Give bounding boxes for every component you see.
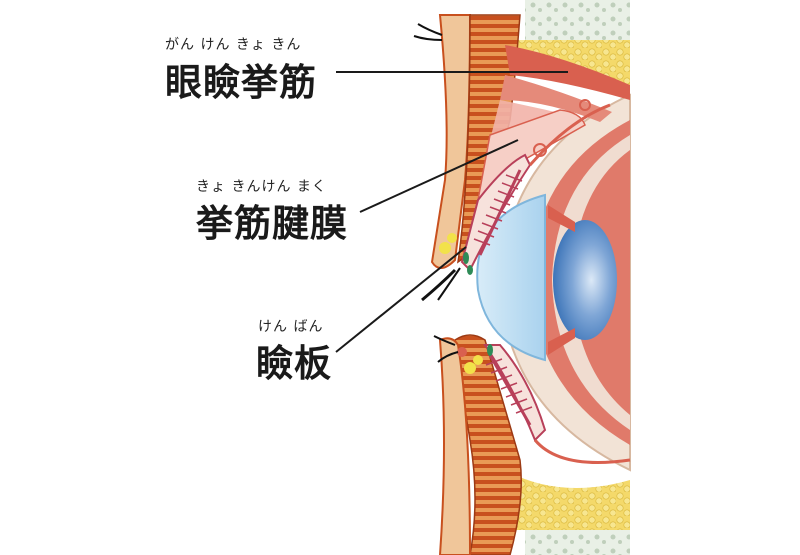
leader-lines bbox=[335, 71, 568, 353]
ciliary-body bbox=[548, 205, 575, 355]
leader-tarsal-plate bbox=[335, 246, 467, 353]
cornea bbox=[476, 193, 546, 362]
tarsal-plate-reading: けん ばん bbox=[258, 319, 324, 335]
levator-muscle-label: 眼瞼挙筋 bbox=[165, 61, 317, 104]
lens bbox=[553, 220, 617, 340]
levator-muscle-reading: がん けん きょ きん bbox=[165, 37, 302, 53]
levator-aponeurosis-label: 挙筋腱膜 bbox=[196, 202, 348, 245]
upper-eyelid bbox=[413, 14, 630, 302]
leader-levator-aponeurosis bbox=[359, 139, 519, 213]
lower-eyelid bbox=[433, 334, 631, 555]
levator-aponeurosis-reading: きょ きんけん まく bbox=[196, 179, 327, 195]
tarsal-plate-label: 瞼板 bbox=[256, 342, 332, 385]
